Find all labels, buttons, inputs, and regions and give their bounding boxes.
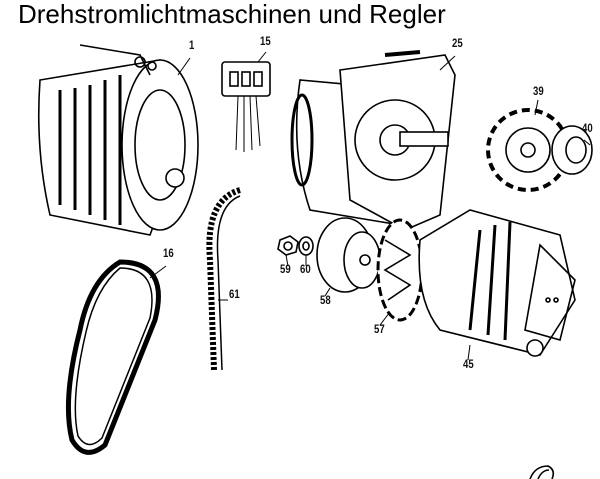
nut-part-59 [277, 235, 299, 256]
part-label-45: 45 [463, 357, 474, 371]
connector-part-15 [221, 61, 271, 152]
part-label-25: 25 [452, 36, 463, 50]
alternator-part-45 [418, 209, 576, 357]
part-label-16: 16 [163, 246, 174, 260]
fan-part-57 [376, 218, 424, 322]
part-label-57: 57 [374, 322, 385, 336]
leader-lines [149, 51, 591, 361]
belt-part-16 [65, 259, 161, 455]
pulley-part-40 [551, 125, 593, 175]
part-label-58: 58 [320, 293, 331, 307]
washer-part-60 [298, 236, 314, 256]
part-label-61: 61 [229, 287, 240, 301]
part-label-15: 15 [260, 34, 271, 48]
pulley-part-58 [316, 217, 381, 293]
part-label-59: 59 [280, 262, 291, 276]
partial-part [529, 465, 555, 479]
diagram-title: Drehstromlichtmaschinen und Regler [18, 0, 446, 29]
toothed-belt-part-61 [206, 187, 241, 371]
part-label-40: 40 [582, 121, 593, 135]
part-label-60: 60 [300, 262, 311, 276]
alternator-part-1 [37, 44, 199, 236]
alternator-part-25 [290, 50, 456, 231]
part-label-1: 1 [189, 38, 195, 52]
part-label-39: 39 [533, 84, 544, 98]
